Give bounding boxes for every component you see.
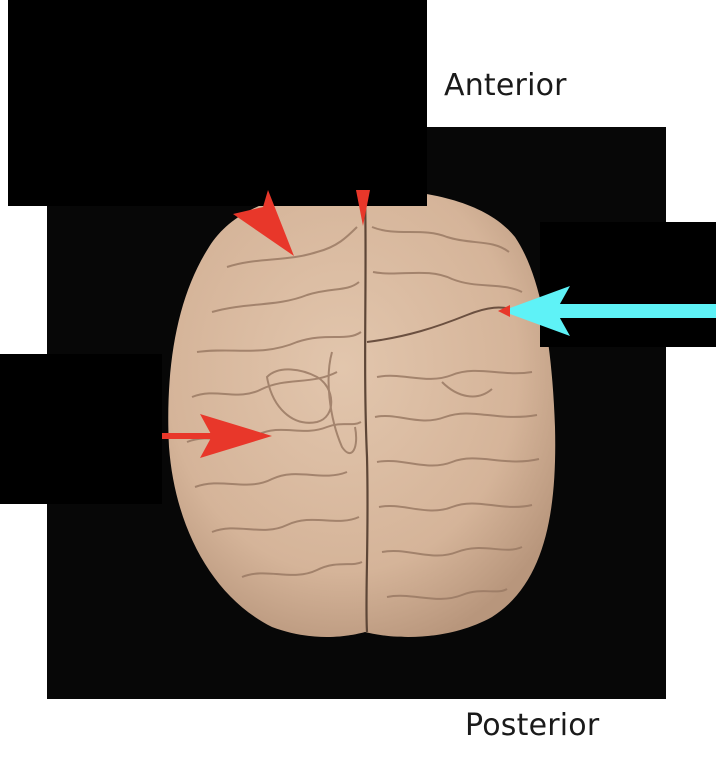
label-mask-top-left — [8, 0, 427, 206]
posterior-label: Posterior — [465, 708, 600, 743]
longitudinal-fissure — [363, 192, 369, 633]
central-sulcus — [366, 306, 518, 343]
red-arrow-fissure — [356, 190, 370, 226]
label-mask-right — [540, 222, 716, 347]
brain-outline — [168, 189, 556, 637]
red-arrow-left — [162, 414, 272, 458]
cyan-arrow-right — [498, 286, 716, 336]
label-mask-left — [0, 354, 162, 504]
red-arrow-frontal — [233, 190, 294, 256]
anterior-label: Anterior — [444, 68, 567, 103]
